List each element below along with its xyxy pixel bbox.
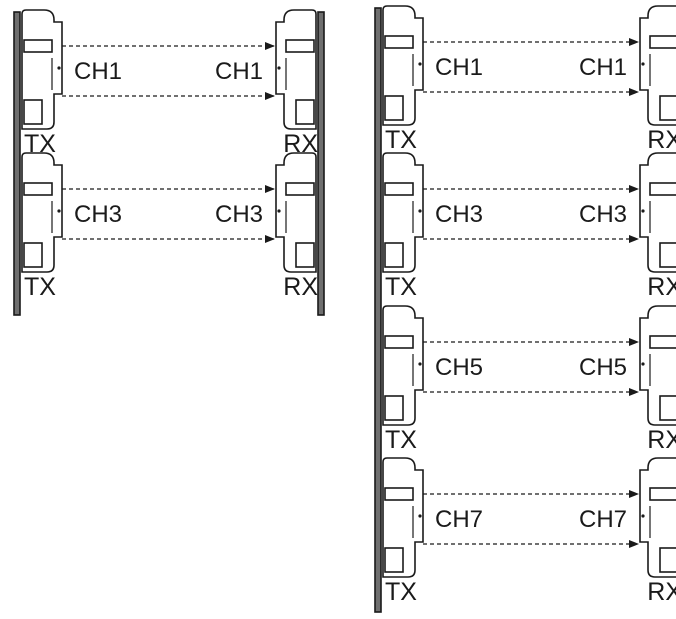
transmitter-unit (382, 457, 424, 578)
receiver-unit (275, 9, 317, 130)
left-mounting-post (13, 11, 21, 316)
tx-channel-label: CH5 (435, 354, 483, 381)
transmitter-unit (21, 152, 63, 273)
rx-label: RX (647, 578, 676, 606)
tx-channel-label: CH7 (435, 506, 483, 533)
right-mounting-post (317, 11, 325, 316)
rx-channel-label: CH3 (579, 201, 627, 228)
rx-label: RX (283, 273, 318, 301)
tx-label: TX (385, 273, 417, 301)
receiver-unit (639, 457, 676, 578)
rx-label: RX (647, 273, 676, 301)
left-mounting-post (374, 7, 382, 613)
receiver-unit (275, 152, 317, 273)
rx-channel-label: CH1 (215, 58, 263, 85)
receiver-unit (639, 5, 676, 126)
transmitter-unit (382, 5, 424, 126)
tx-label: TX (385, 426, 417, 454)
rx-channel-label: CH7 (579, 506, 627, 533)
tx-channel-label: CH1 (74, 58, 122, 85)
rx-label: RX (647, 126, 676, 154)
tx-channel-label: CH3 (74, 201, 122, 228)
tx-label: TX (385, 578, 417, 606)
transmitter-unit (382, 305, 424, 426)
rx-label: RX (647, 426, 676, 454)
tx-channel-label: CH3 (435, 201, 483, 228)
rx-channel-label: CH1 (579, 54, 627, 81)
tx-label: TX (385, 126, 417, 154)
rx-channel-label: CH3 (215, 201, 263, 228)
receiver-unit (639, 305, 676, 426)
receiver-unit (639, 152, 676, 273)
transmitter-unit (382, 152, 424, 273)
tx-label: TX (24, 273, 56, 301)
tx-channel-label: CH1 (435, 54, 483, 81)
transmitter-unit (21, 9, 63, 130)
rx-channel-label: CH5 (579, 354, 627, 381)
